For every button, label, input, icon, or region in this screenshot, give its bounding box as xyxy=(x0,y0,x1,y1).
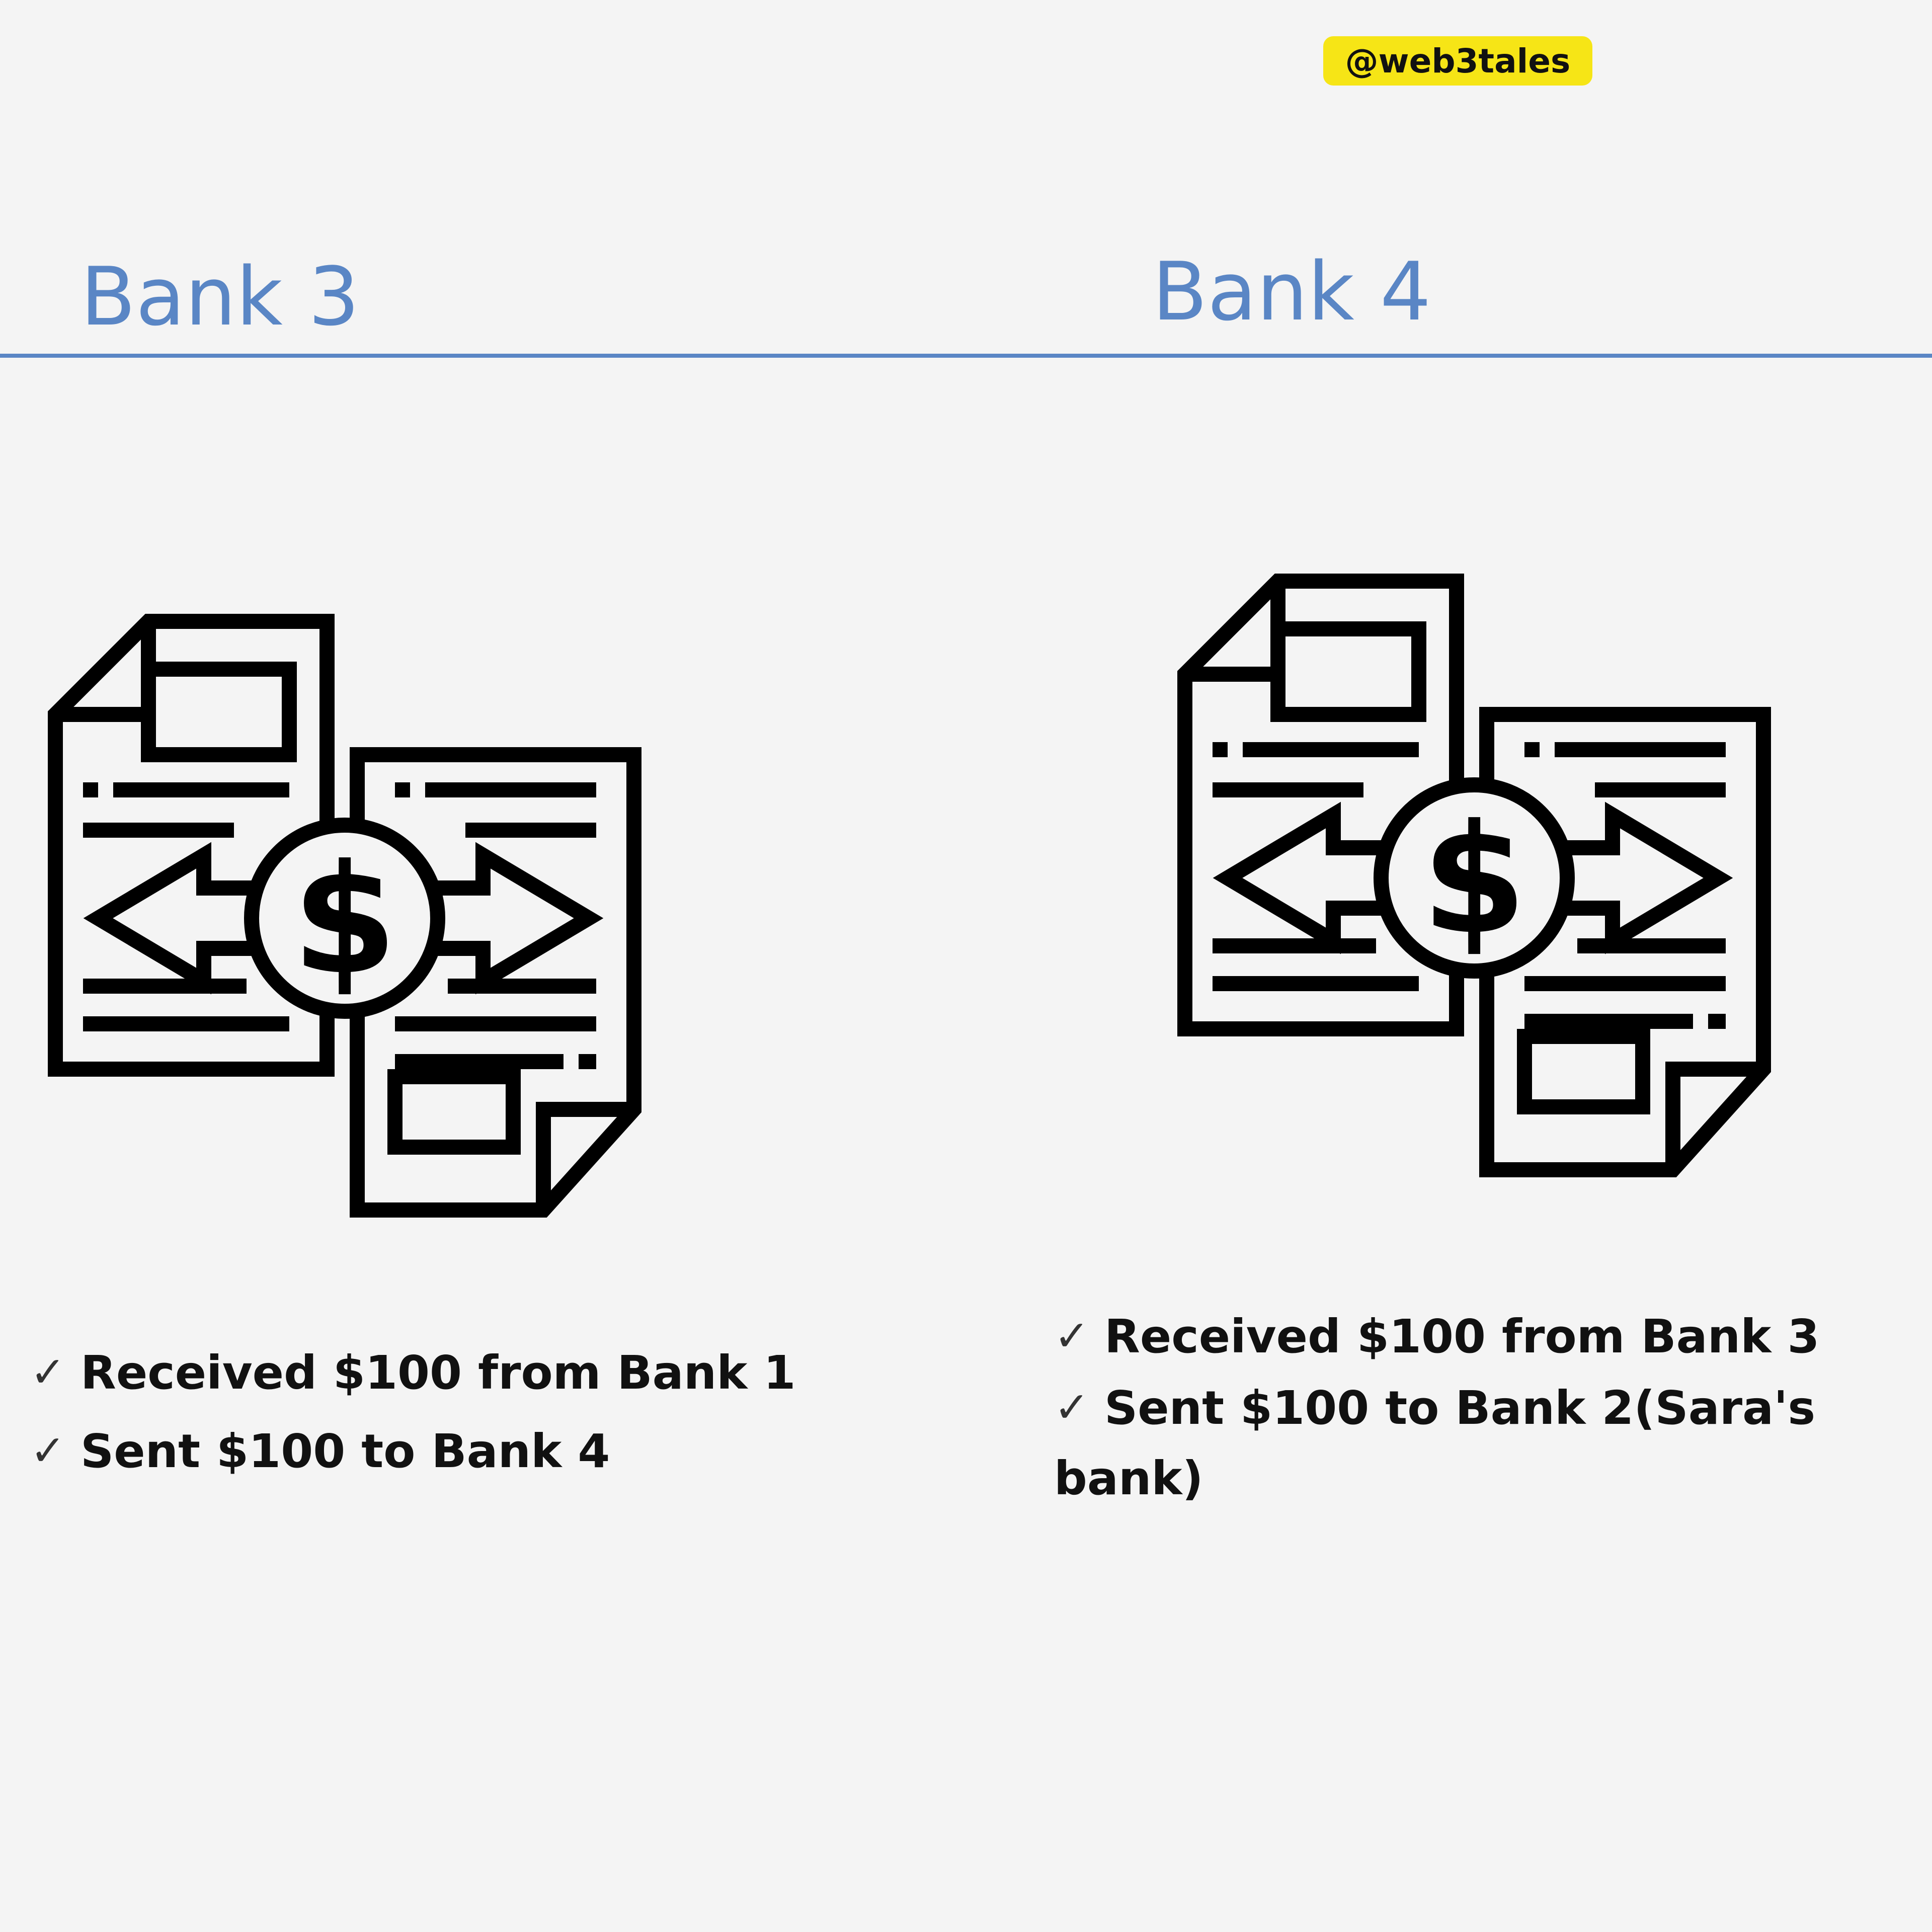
checkmark-icon: ✓ xyxy=(1054,1311,1090,1360)
bank-4-title: Bank 4 xyxy=(1152,245,1431,339)
money-transfer-documents-icon xyxy=(1177,574,1771,1177)
bank-3-notes: ✓Received $100 from Bank 1 ✓Sent $100 to… xyxy=(30,1333,911,1490)
handle-badge: @web3tales xyxy=(1323,36,1592,86)
handle-text: @web3tales xyxy=(1345,41,1571,80)
checkmark-icon: ✓ xyxy=(30,1426,66,1475)
checkmark-icon: ✓ xyxy=(1054,1383,1090,1432)
bank-4-notes: ✓Received $100 from Bank 3 ✓Sent $100 to… xyxy=(1054,1301,1909,1514)
list-item: ✓Sent $100 to Bank 2(Sara's bank) xyxy=(1054,1372,1909,1514)
list-item: ✓Received $100 from Bank 3 xyxy=(1054,1301,1909,1372)
bank-3-title: Bank 3 xyxy=(80,250,360,344)
money-transfer-documents-icon xyxy=(48,614,641,1218)
list-item: ✓Received $100 from Bank 1 xyxy=(30,1333,911,1412)
list-item: ✓Sent $100 to Bank 4 xyxy=(30,1412,911,1490)
checkmark-icon: ✓ xyxy=(30,1347,66,1397)
header-divider xyxy=(0,354,1932,358)
